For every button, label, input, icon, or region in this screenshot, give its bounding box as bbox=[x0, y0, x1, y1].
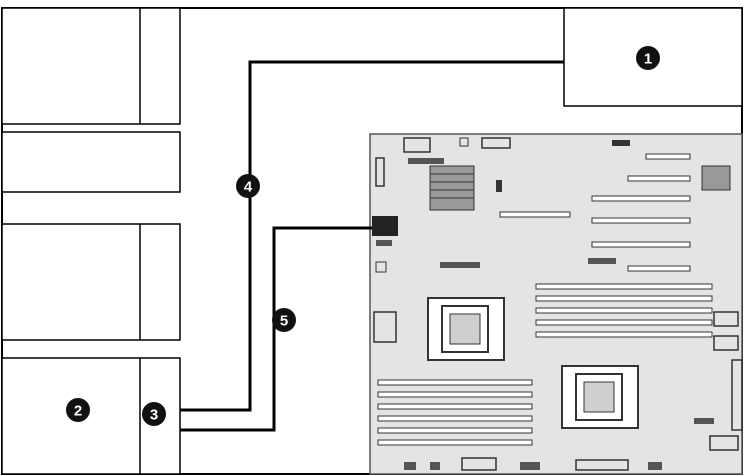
drive-cage-top bbox=[1, 7, 181, 125]
callout-2: 2 bbox=[66, 398, 90, 422]
callout-4-label: 4 bbox=[244, 179, 253, 196]
callout-5: 5 bbox=[272, 308, 296, 332]
callout-1: 1 bbox=[636, 46, 660, 70]
cable-4 bbox=[180, 60, 564, 412]
drive-bay-middle bbox=[1, 131, 181, 193]
callout-3-label: 3 bbox=[150, 407, 158, 424]
callout-3: 3 bbox=[142, 402, 166, 426]
system-board bbox=[369, 133, 743, 475]
callout-4: 4 bbox=[236, 174, 260, 198]
callout-2-label: 2 bbox=[74, 403, 82, 420]
callout-1-label: 1 bbox=[644, 51, 652, 68]
callout-5-label: 5 bbox=[280, 313, 288, 330]
drive-cage-lower bbox=[1, 223, 181, 341]
cable-5 bbox=[180, 226, 372, 432]
